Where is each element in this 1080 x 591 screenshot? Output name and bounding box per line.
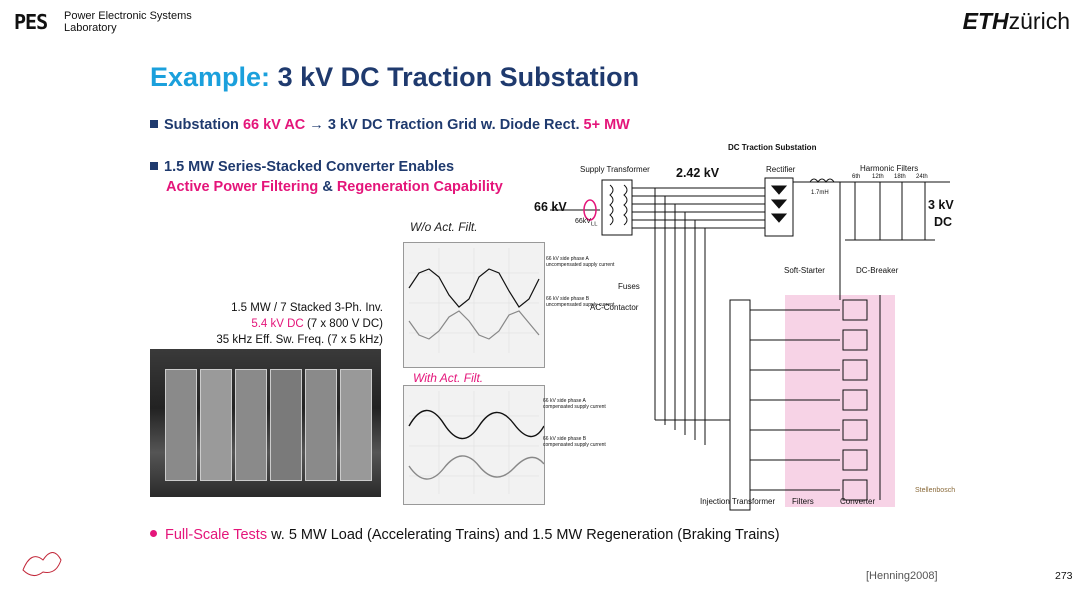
- lab-name: Power Electronic Systems Laboratory: [64, 10, 192, 34]
- final-pink: Full-Scale Tests: [165, 527, 268, 543]
- rectifier-label: Rectifier: [766, 165, 796, 174]
- ac-contactor-label: AC-Contactor: [590, 303, 639, 312]
- b2-p1: Active Power Filtering: [166, 179, 319, 195]
- converter-label: Converter: [840, 497, 876, 506]
- page-title: Example: 3 kV DC Traction Substation: [150, 62, 639, 93]
- eth-logo: ETHzürich: [963, 8, 1070, 35]
- scope-with-filter: [403, 385, 545, 505]
- scope-without-filter: [403, 242, 545, 368]
- injection-transformer-label: Injection Transformer: [700, 497, 776, 506]
- b1-t2: → 3 kV DC Traction Grid: [305, 117, 477, 133]
- filters-label: Filters: [792, 497, 814, 506]
- h12: 12th: [872, 174, 884, 180]
- converter-highlight: [785, 295, 895, 507]
- eth-rest: zürich: [1008, 8, 1070, 34]
- b2-amp: &: [318, 179, 337, 195]
- caption-with-filter: With Act. Filt.: [413, 371, 484, 385]
- voltage-242: 2.42 kV: [676, 166, 720, 180]
- fuses-label: Fuses: [618, 282, 640, 291]
- final-bullet: Full-Scale Tests w. 5 MW Load (Accelerat…: [150, 527, 780, 543]
- soft-starter-label: Soft-Starter: [784, 266, 825, 275]
- supply-transformer-label: Supply Transformer: [580, 165, 650, 174]
- lab-line2: Laboratory: [64, 22, 117, 34]
- h18: 18th: [894, 174, 906, 180]
- b1-t3: w. Diode Rect.: [476, 117, 584, 133]
- b2-p2: Regeneration Capability: [336, 179, 503, 195]
- h24: 24th: [916, 174, 928, 180]
- page-number: 273: [1055, 570, 1073, 582]
- inductor-label: 1.7mH: [811, 190, 829, 196]
- scope1-label-b: 66 kV side phase B uncompensated supply …: [546, 296, 615, 308]
- epe-logo: [22, 552, 62, 576]
- converter-specs: 1.5 MW / 7 Stacked 3-Ph. Inv. 5.4 kV DC …: [170, 300, 383, 348]
- lab-line1: Power Electronic Systems: [64, 10, 192, 22]
- b2-line1: 1.5 MW Series-Stacked Converter Enables: [164, 159, 455, 175]
- spec-line2-rest: (7 x 800 V DC): [303, 318, 383, 330]
- eth-bold: ETH: [962, 8, 1009, 34]
- bullet-marker: [150, 120, 158, 128]
- final-rest: w. 5 MW Load (Accelerating Trains) and 1…: [267, 527, 780, 543]
- h6: 6th: [852, 174, 861, 180]
- b1-p2: 5+ MW: [583, 117, 630, 133]
- scope2-label-b: 66 kV side phase B compensated supply cu…: [543, 436, 606, 448]
- b1-p1: 66 kV AC: [242, 117, 306, 133]
- reference: [Henning2008]: [866, 570, 938, 582]
- voltage-66: 66 kV: [534, 200, 567, 214]
- v66ll-main: 66kV: [575, 218, 591, 225]
- dc-breaker-label: DC-Breaker: [856, 266, 899, 275]
- pes-logo: PES: [14, 10, 48, 34]
- b1-t1: Substation: [164, 117, 243, 133]
- bullet-2: 1.5 MW Series-Stacked Converter Enables …: [150, 157, 503, 197]
- circuit-diagram: [550, 177, 950, 511]
- spec-line2-pink: 5.4 kV DC: [251, 318, 304, 330]
- scope2-label-a: 66 kV side phase A compensated supply cu…: [543, 398, 606, 410]
- v66ll-sub: LL: [590, 221, 598, 228]
- diagram-title: DC Traction Substation: [728, 143, 817, 152]
- bullet-1: Substation 66 kV AC → 3 kV DC Traction G…: [150, 117, 630, 133]
- bullet-marker: [150, 162, 158, 170]
- harmonic-filters-label: Harmonic Filters: [860, 164, 919, 173]
- scope1-label-a: 66 kV side phase A uncompensated supply …: [546, 256, 615, 268]
- spec-line1: 1.5 MW / 7 Stacked 3-Ph. Inv.: [231, 302, 383, 314]
- voltage-3kv: 3 kV: [928, 198, 954, 212]
- caption-without-filter: W/o Act. Filt.: [410, 220, 478, 234]
- bullet-dot: [150, 530, 157, 537]
- voltage-66ll: 66kVLL: [575, 218, 597, 227]
- spec-line3: 35 kHz Eff. Sw. Freq. (7 x 5 kHz): [216, 334, 383, 346]
- title-accent: Example:: [150, 62, 271, 92]
- title-rest: 3 kV DC Traction Substation: [277, 62, 640, 92]
- dc-label: DC: [934, 215, 953, 229]
- stellenbosch-logo: Stellenbosch: [915, 487, 956, 494]
- converter-photo: [150, 349, 381, 497]
